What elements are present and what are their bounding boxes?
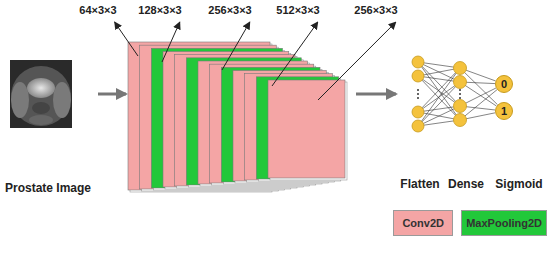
ellipsis-dot (417, 93, 419, 95)
legend-text: Conv2D (402, 217, 444, 229)
leader-line (318, 22, 396, 100)
ellipsis-dot (417, 89, 419, 91)
synapse (418, 106, 460, 126)
ellipsis-dot (459, 97, 461, 99)
conv-layer (268, 80, 345, 178)
layer-stack (128, 42, 347, 192)
leader-line (162, 22, 180, 62)
leader-lines (115, 22, 396, 100)
legend-swatch: Conv2D (393, 210, 453, 236)
ellipsis-dot (417, 97, 419, 99)
neuron (412, 106, 424, 118)
label: 256×3×3 (354, 4, 397, 17)
flow-arrow (98, 93, 126, 96)
output-neuron: 1 (495, 102, 513, 120)
output-label: 0 (501, 79, 507, 90)
leader-line (115, 22, 138, 56)
neuron (454, 100, 467, 113)
label: Dense (448, 177, 484, 191)
neuron (454, 62, 467, 75)
legend-swatch: MaxPooling2D (461, 210, 547, 236)
neuron (454, 114, 467, 127)
label: Prostate Image (5, 181, 91, 195)
neuron (412, 120, 424, 132)
output-neuron: 0 (495, 75, 513, 93)
flow-arrow (356, 93, 396, 96)
leader-line (222, 22, 250, 70)
mri-image (10, 60, 72, 128)
legend-text: MaxPooling2D (466, 217, 542, 229)
neuron (412, 56, 424, 68)
neuron (454, 76, 467, 89)
label: 512×3×3 (276, 4, 319, 17)
ellipsis-dot (459, 93, 461, 95)
synapse (418, 62, 460, 82)
synapse (460, 68, 498, 105)
label: Sigmoid (495, 177, 542, 191)
label: 64×3×3 (79, 4, 116, 17)
label: 256×3×3 (208, 4, 251, 17)
neural-net (412, 56, 498, 132)
label: Flatten (400, 177, 439, 191)
label: 128×3×3 (138, 4, 181, 17)
neuron (412, 70, 424, 82)
ellipsis-dot (459, 89, 461, 91)
output-label: 1 (501, 106, 507, 117)
leader-line (272, 22, 318, 86)
